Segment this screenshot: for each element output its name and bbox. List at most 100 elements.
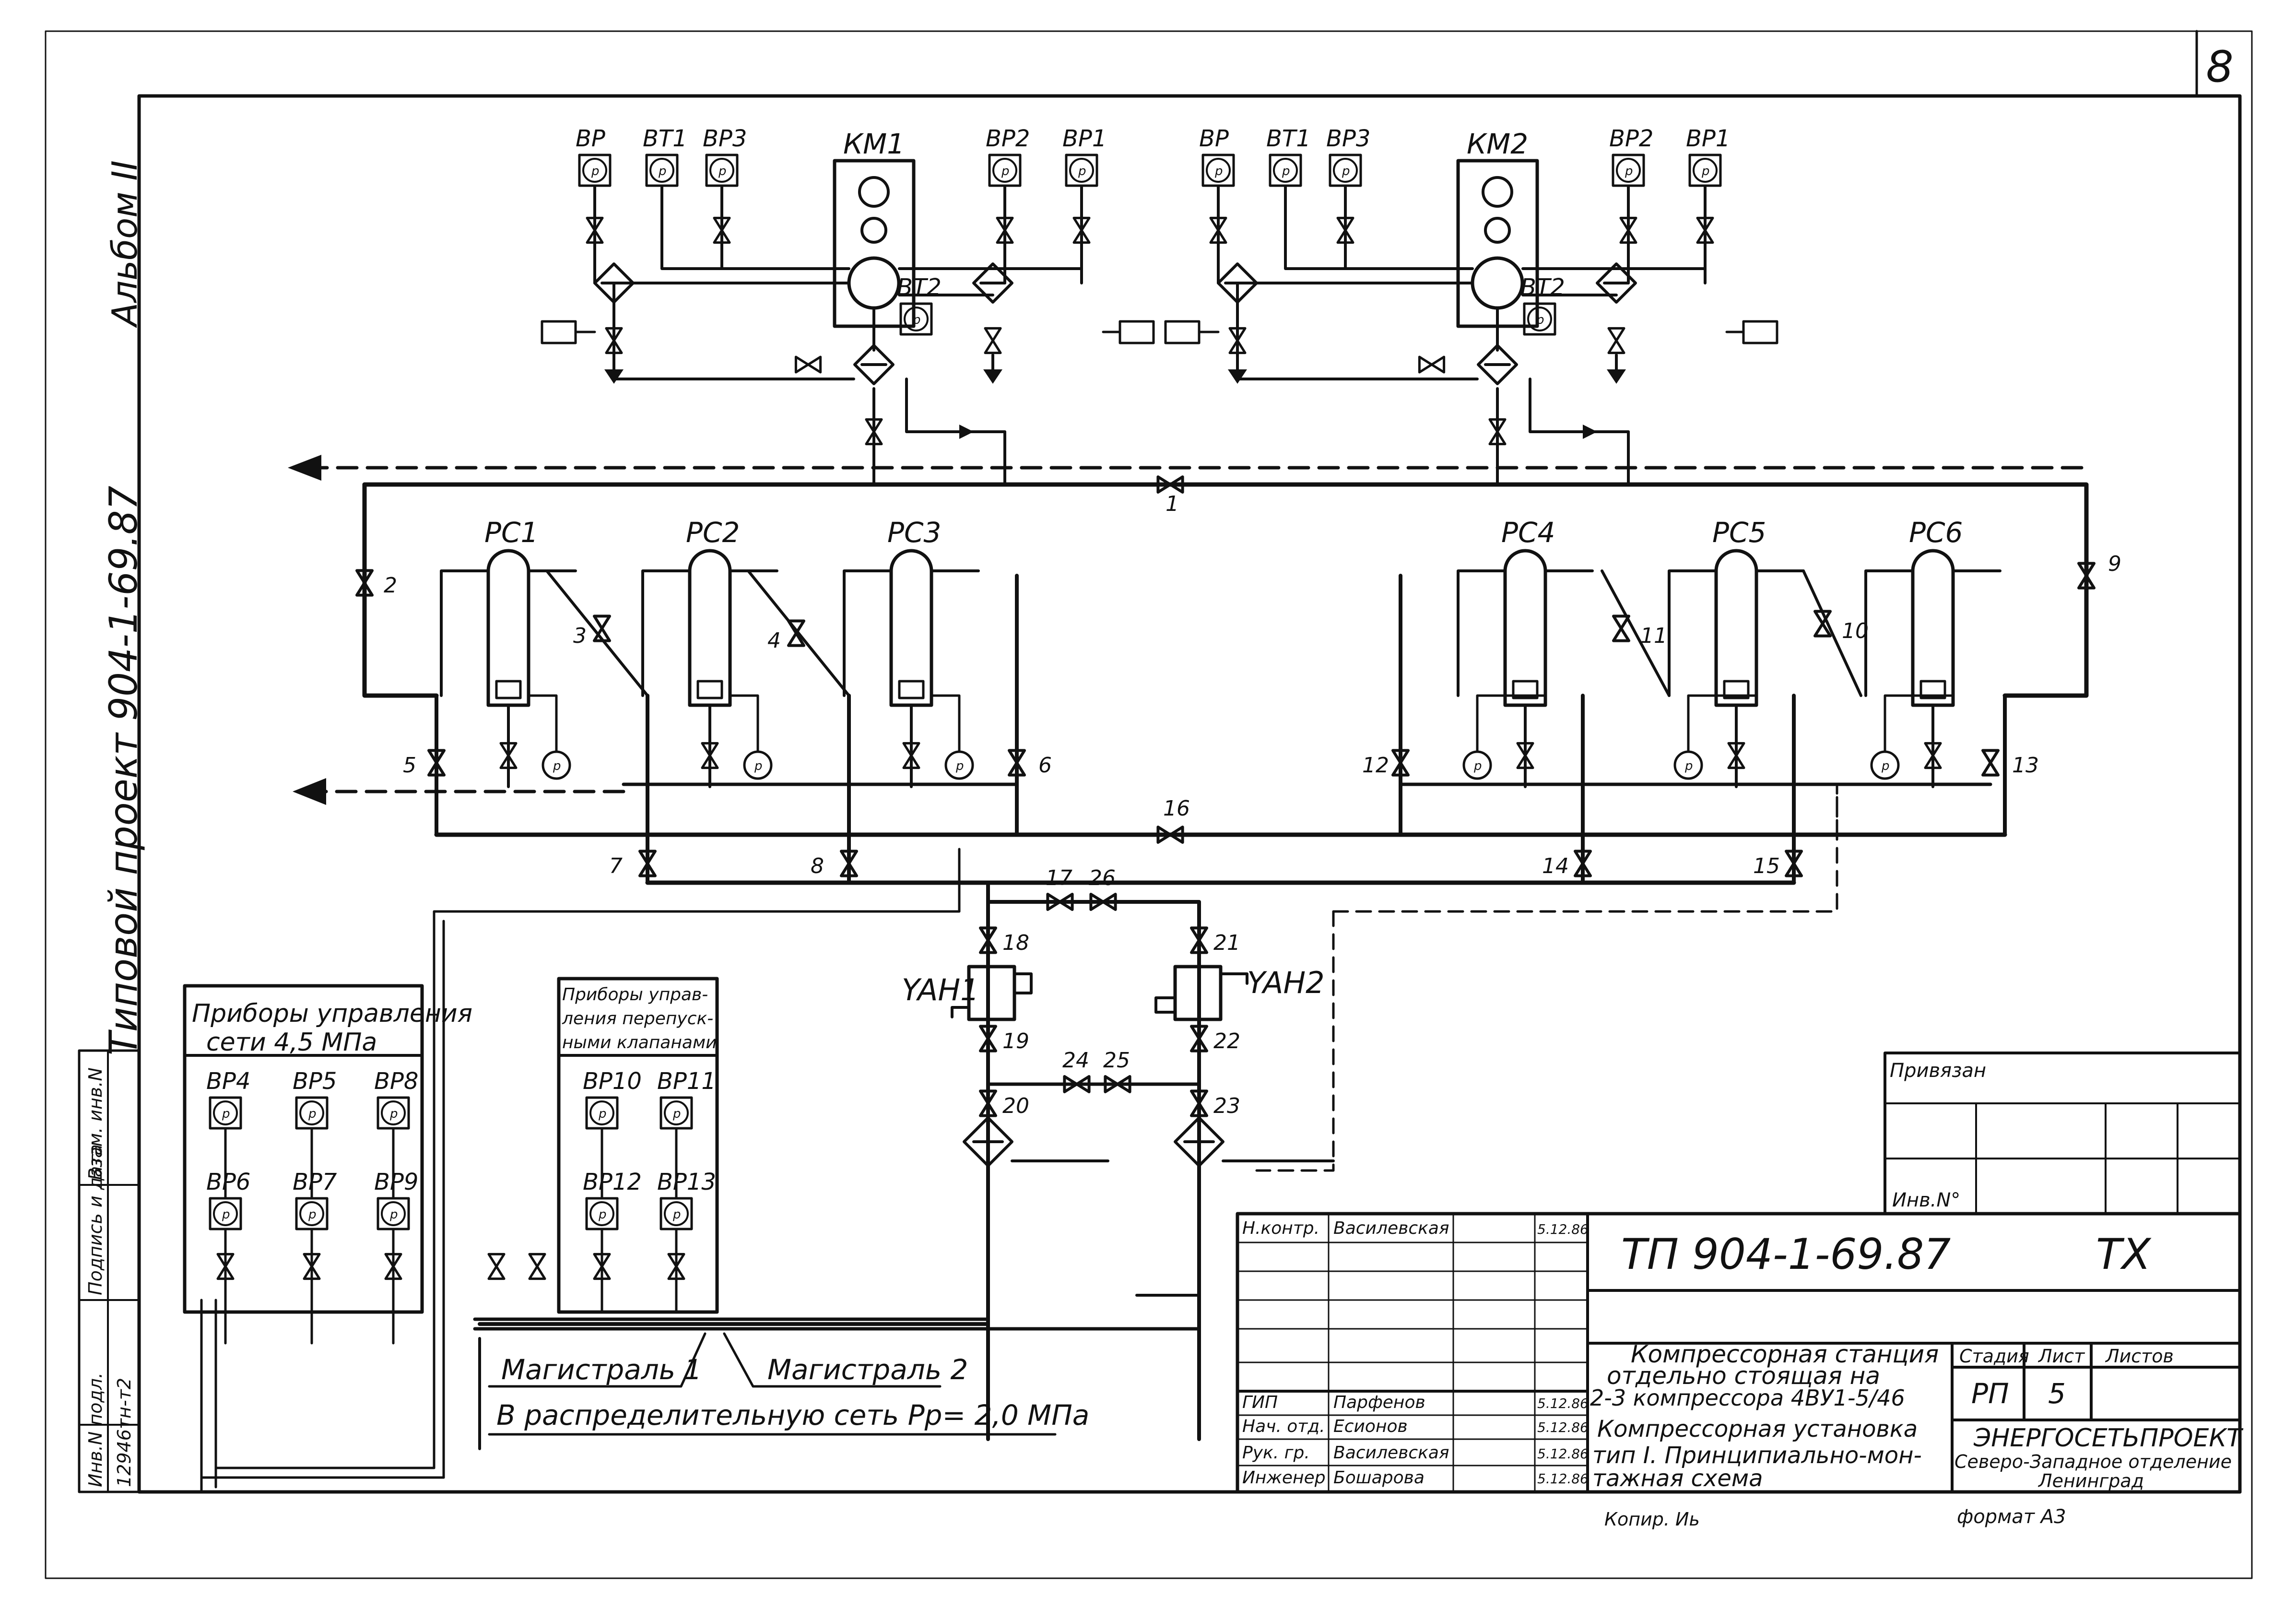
valve-bp3 (713, 216, 731, 244)
panel-right-gauge-bottom-1: р ВР12 (583, 1169, 642, 1230)
valve-3-label: 3 (573, 624, 587, 648)
valve-bp1 (1072, 216, 1091, 244)
panel-network-45mpa: Приборы управления сети 4,5 МПа (183, 984, 472, 1314)
valve-bypass (794, 355, 822, 374)
filter-right (972, 262, 1013, 304)
panel-left-gauge-bottom-1-letter: р (222, 1207, 230, 1222)
doc-code: ТП 904-1-69.87 (1621, 1230, 1951, 1279)
valve-11 (1612, 615, 1630, 642)
panel-gauge-set: рВР4рВР6рВР5рВР7рВР8рВР9рВР10рВР12рВР11р… (206, 1068, 716, 1345)
gauge-bp2-label: ВР2 (1609, 125, 1653, 152)
org-name: ЭНЕРГОСЕТЬПРОЕКТ (1973, 1424, 2244, 1453)
valve-23-label: 23 (1213, 1094, 1240, 1118)
inv-strip-grid (78, 1050, 140, 1493)
valve-12 (1391, 749, 1410, 777)
gauge-bp2: р ВР2 (1609, 125, 1653, 187)
panel-left-gauge-top-1-letter: р (222, 1107, 230, 1121)
gauge-bp1-letter: р (1701, 164, 1710, 178)
motor-circle-top (858, 176, 890, 208)
panel-right-title-1: Приборы управ- (562, 985, 708, 1005)
valve-20 (979, 1089, 997, 1117)
receiver-label: РС6 (1909, 516, 1963, 549)
stamp-name: Парфенов (1333, 1393, 1425, 1412)
valve-8 (840, 850, 858, 877)
inv-label: Инв.N подл. (85, 1372, 106, 1487)
copied-label: Копир. Иь (1604, 1509, 1700, 1530)
valve-2-label: 2 (384, 573, 397, 598)
receiver-gauge-letter: р (1684, 759, 1693, 773)
panel-left-gauge-bottom-2-letter: р (308, 1207, 317, 1222)
valve-21 (1190, 926, 1208, 954)
valve-9-label: 9 (2108, 552, 2121, 576)
valve-bp1 (1696, 216, 1714, 244)
valve-12-label: 12 (1362, 753, 1389, 778)
stamp-name: Василевская (1333, 1443, 1449, 1463)
motor-circle-mid (860, 217, 887, 244)
receiver-drain-valve (1924, 742, 1942, 769)
panel-right-gauge-bottom-1-letter: р (598, 1207, 607, 1222)
panel-left-gauge-top-1-label: ВР4 (206, 1068, 250, 1095)
panel-left-title-2: сети 4,5 МПа (206, 1028, 377, 1057)
valve-1 (1156, 475, 1184, 494)
gauge-bt1-label: ВТ1 (1266, 125, 1311, 152)
inner-frame (137, 94, 2242, 1494)
panel-left-gauge-top-3-letter: р (389, 1107, 398, 1121)
gauge-bp-letter: р (591, 164, 600, 178)
valve-10 (1813, 610, 1832, 638)
panel-left-valve-3 (384, 1253, 402, 1280)
valve-15 (1785, 850, 1803, 877)
section-code: ТХ (2096, 1230, 2152, 1279)
valve-bp (586, 216, 604, 244)
panel-left-gauge-top-2-label: ВР5 (293, 1068, 337, 1095)
gauge-bp: рВР (576, 125, 612, 187)
valve-drain-right (1607, 327, 1625, 355)
outer-frame (45, 30, 2253, 1579)
valve-4 (787, 619, 805, 647)
stamp-date: 5.12.86 (1537, 1221, 1589, 1237)
filter-right (1596, 262, 1637, 304)
sheet-title-3: тажная схема (1592, 1465, 1763, 1492)
inv-number: 12946тн-т2 (114, 1378, 135, 1487)
valve-outlet (865, 418, 883, 446)
sheet-title-1: Компрессорная установка (1597, 1416, 1918, 1443)
panel-left-valve-2 (303, 1253, 321, 1280)
title-line-3: 2-3 компрессора 4ВУ1-5/46 (1590, 1385, 1905, 1411)
replace-label: Взам. инв.N (85, 1067, 106, 1180)
sheet-value: 5 (2048, 1377, 2066, 1410)
gauge-bp2-letter: р (1625, 164, 1633, 178)
compressor-label: КМ2 (1467, 128, 1528, 160)
mainline-labels: Магистраль 1 Магистраль 2 В распределите… (478, 1332, 1089, 1450)
gauge-bt1-label: ВТ1 (643, 125, 687, 152)
sheets-label: Листов (2105, 1346, 2174, 1367)
valve-11-label: 11 (1640, 624, 1667, 648)
panel-bypass-valves: Приборы управ- ления перепуск- ными клап… (557, 977, 719, 1314)
inv-strip (78, 1049, 141, 1493)
valve-3 (593, 615, 611, 642)
panel-right-gauge-top-1-letter: р (598, 1107, 607, 1121)
title-line-2: отдельно стоящая на (1607, 1362, 1880, 1390)
receiver-drain-valve (1727, 742, 1745, 769)
valve-4-label: 4 (767, 628, 781, 653)
valve-6-label: 6 (1038, 753, 1052, 778)
stamp-date: 5.12.86 (1537, 1471, 1589, 1487)
filter-lower (1477, 344, 1518, 385)
valve-22-label: 22 (1213, 1029, 1240, 1053)
cooler-right (1119, 320, 1155, 344)
panel-right-gauge-top-2-label: ВР11 (657, 1068, 716, 1095)
valve-bp2 (996, 216, 1014, 244)
stamp-role: Рук. гр. (1242, 1443, 1310, 1463)
stage-label: Стадия (1959, 1346, 2029, 1367)
check-valve (1583, 425, 1597, 439)
panel-right-gauge-bottom-1-label: ВР12 (583, 1169, 642, 1195)
valve-20-label: 20 (1002, 1094, 1029, 1118)
